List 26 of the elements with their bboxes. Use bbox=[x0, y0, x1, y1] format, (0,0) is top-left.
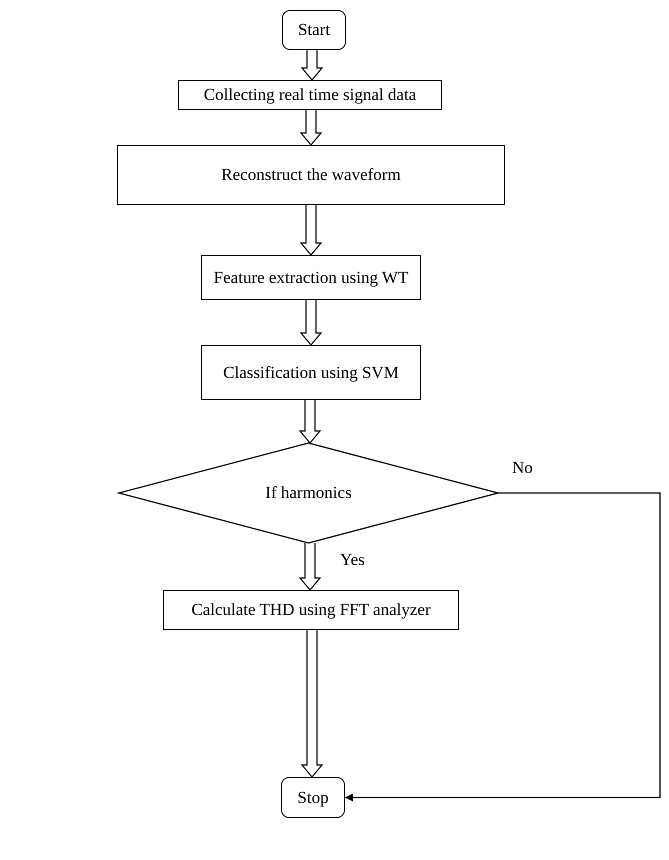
node-text: Classification using SVM bbox=[223, 362, 399, 382]
node-text: Reconstruct the waveform bbox=[221, 165, 401, 185]
hollow-arrow bbox=[300, 299, 322, 346]
process-box bbox=[201, 255, 421, 300]
hollow-arrow bbox=[298, 399, 322, 444]
node-text: If harmonics bbox=[265, 483, 352, 503]
edge-label: Yes bbox=[340, 550, 365, 570]
hollow-arrow bbox=[298, 542, 322, 591]
hollow-arrow bbox=[300, 49, 324, 81]
process-box bbox=[201, 345, 421, 400]
terminal-box bbox=[281, 777, 345, 818]
process-box bbox=[117, 145, 505, 205]
node-text: Start bbox=[298, 20, 330, 40]
process-box bbox=[163, 590, 459, 630]
node-text: Feature extraction using WT bbox=[214, 268, 408, 288]
process-box bbox=[178, 80, 442, 110]
hollow-arrow bbox=[300, 629, 324, 778]
node-text: Collecting real time signal data bbox=[204, 85, 416, 105]
node-text: Stop bbox=[297, 788, 329, 808]
node-text: Calculate THD using FFT analyzer bbox=[191, 600, 431, 620]
hollow-arrow bbox=[300, 109, 322, 146]
arrow bbox=[345, 492, 661, 802]
terminal-box bbox=[282, 10, 346, 50]
edge-label: No bbox=[512, 458, 533, 478]
decision-diamond bbox=[119, 443, 498, 543]
hollow-arrow bbox=[300, 204, 322, 256]
